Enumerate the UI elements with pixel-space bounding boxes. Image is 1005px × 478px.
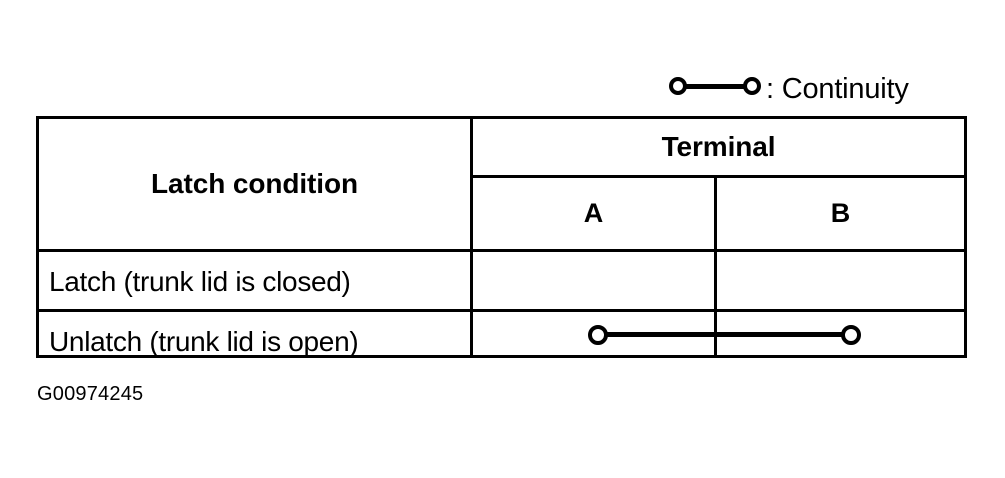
- continuity-symbol: [473, 312, 964, 361]
- legend-label: : Continuity: [766, 72, 909, 105]
- table-row-label: Unlatch (trunk lid is open): [49, 326, 359, 357]
- column-header-latch-condition: Latch condition: [39, 119, 470, 249]
- table-row: Latch (trunk lid is closed): [39, 252, 470, 312]
- continuity-legend: : Continuity: [660, 68, 909, 110]
- table-horizontal-divider-rows: [39, 309, 964, 312]
- table-horizontal-divider-terminal-header: [470, 175, 964, 178]
- column-header-terminal-a-label: A: [583, 198, 604, 228]
- legend-terminal-circle-right: [743, 77, 761, 95]
- table-vertical-divider-main: [470, 119, 473, 355]
- terminal-circle-a: [588, 325, 608, 345]
- table-vertical-divider-terminals: [714, 175, 717, 355]
- column-group-header-terminal: Terminal: [473, 119, 964, 175]
- table-row-label: Latch (trunk lid is closed): [49, 266, 351, 297]
- figure-caption: G00974245: [37, 383, 144, 405]
- column-header-terminal-b-label: B: [830, 198, 851, 228]
- terminal-circle-b: [841, 325, 861, 345]
- column-header-terminal-a: A: [473, 178, 714, 249]
- legend-continuity-wire: [684, 84, 747, 89]
- table-row: Unlatch (trunk lid is open): [39, 312, 470, 372]
- column-header-terminal-b: B: [717, 178, 964, 249]
- continuity-symbol: [660, 76, 764, 102]
- column-group-header-terminal-label: Terminal: [661, 131, 776, 162]
- continuity-table: Latch condition Terminal A B Latch (trun…: [36, 116, 967, 358]
- column-header-latch-condition-label: Latch condition: [151, 168, 358, 199]
- continuity-wire: [606, 332, 843, 337]
- table-horizontal-divider-header: [39, 249, 964, 252]
